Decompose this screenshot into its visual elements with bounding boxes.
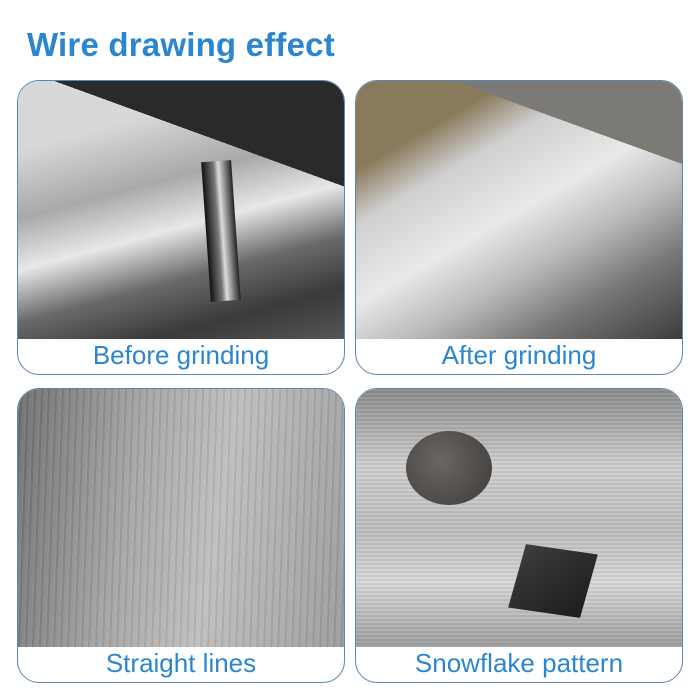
- round-sample: [406, 431, 492, 505]
- before-grinding-photo: [18, 81, 344, 339]
- panel-label: Snowflake pattern: [414, 648, 624, 678]
- panel-label: Before grinding: [92, 340, 270, 370]
- square-sample: [508, 544, 598, 618]
- page-title: Wire drawing effect: [27, 26, 335, 63]
- panel-after-grinding: After grinding: [355, 80, 683, 375]
- panel-straight-lines: Straight lines: [17, 388, 345, 683]
- panel-snowflake-pattern: Snowflake pattern: [355, 388, 683, 683]
- weld-seam: [201, 160, 241, 302]
- panel-label: After grinding: [441, 340, 597, 370]
- snowflake-pattern-photo: [356, 389, 682, 647]
- after-grinding-photo: [356, 81, 682, 339]
- straight-lines-photo: [18, 389, 344, 647]
- panel-label: Straight lines: [105, 648, 257, 678]
- panel-before-grinding: Before grinding: [17, 80, 345, 375]
